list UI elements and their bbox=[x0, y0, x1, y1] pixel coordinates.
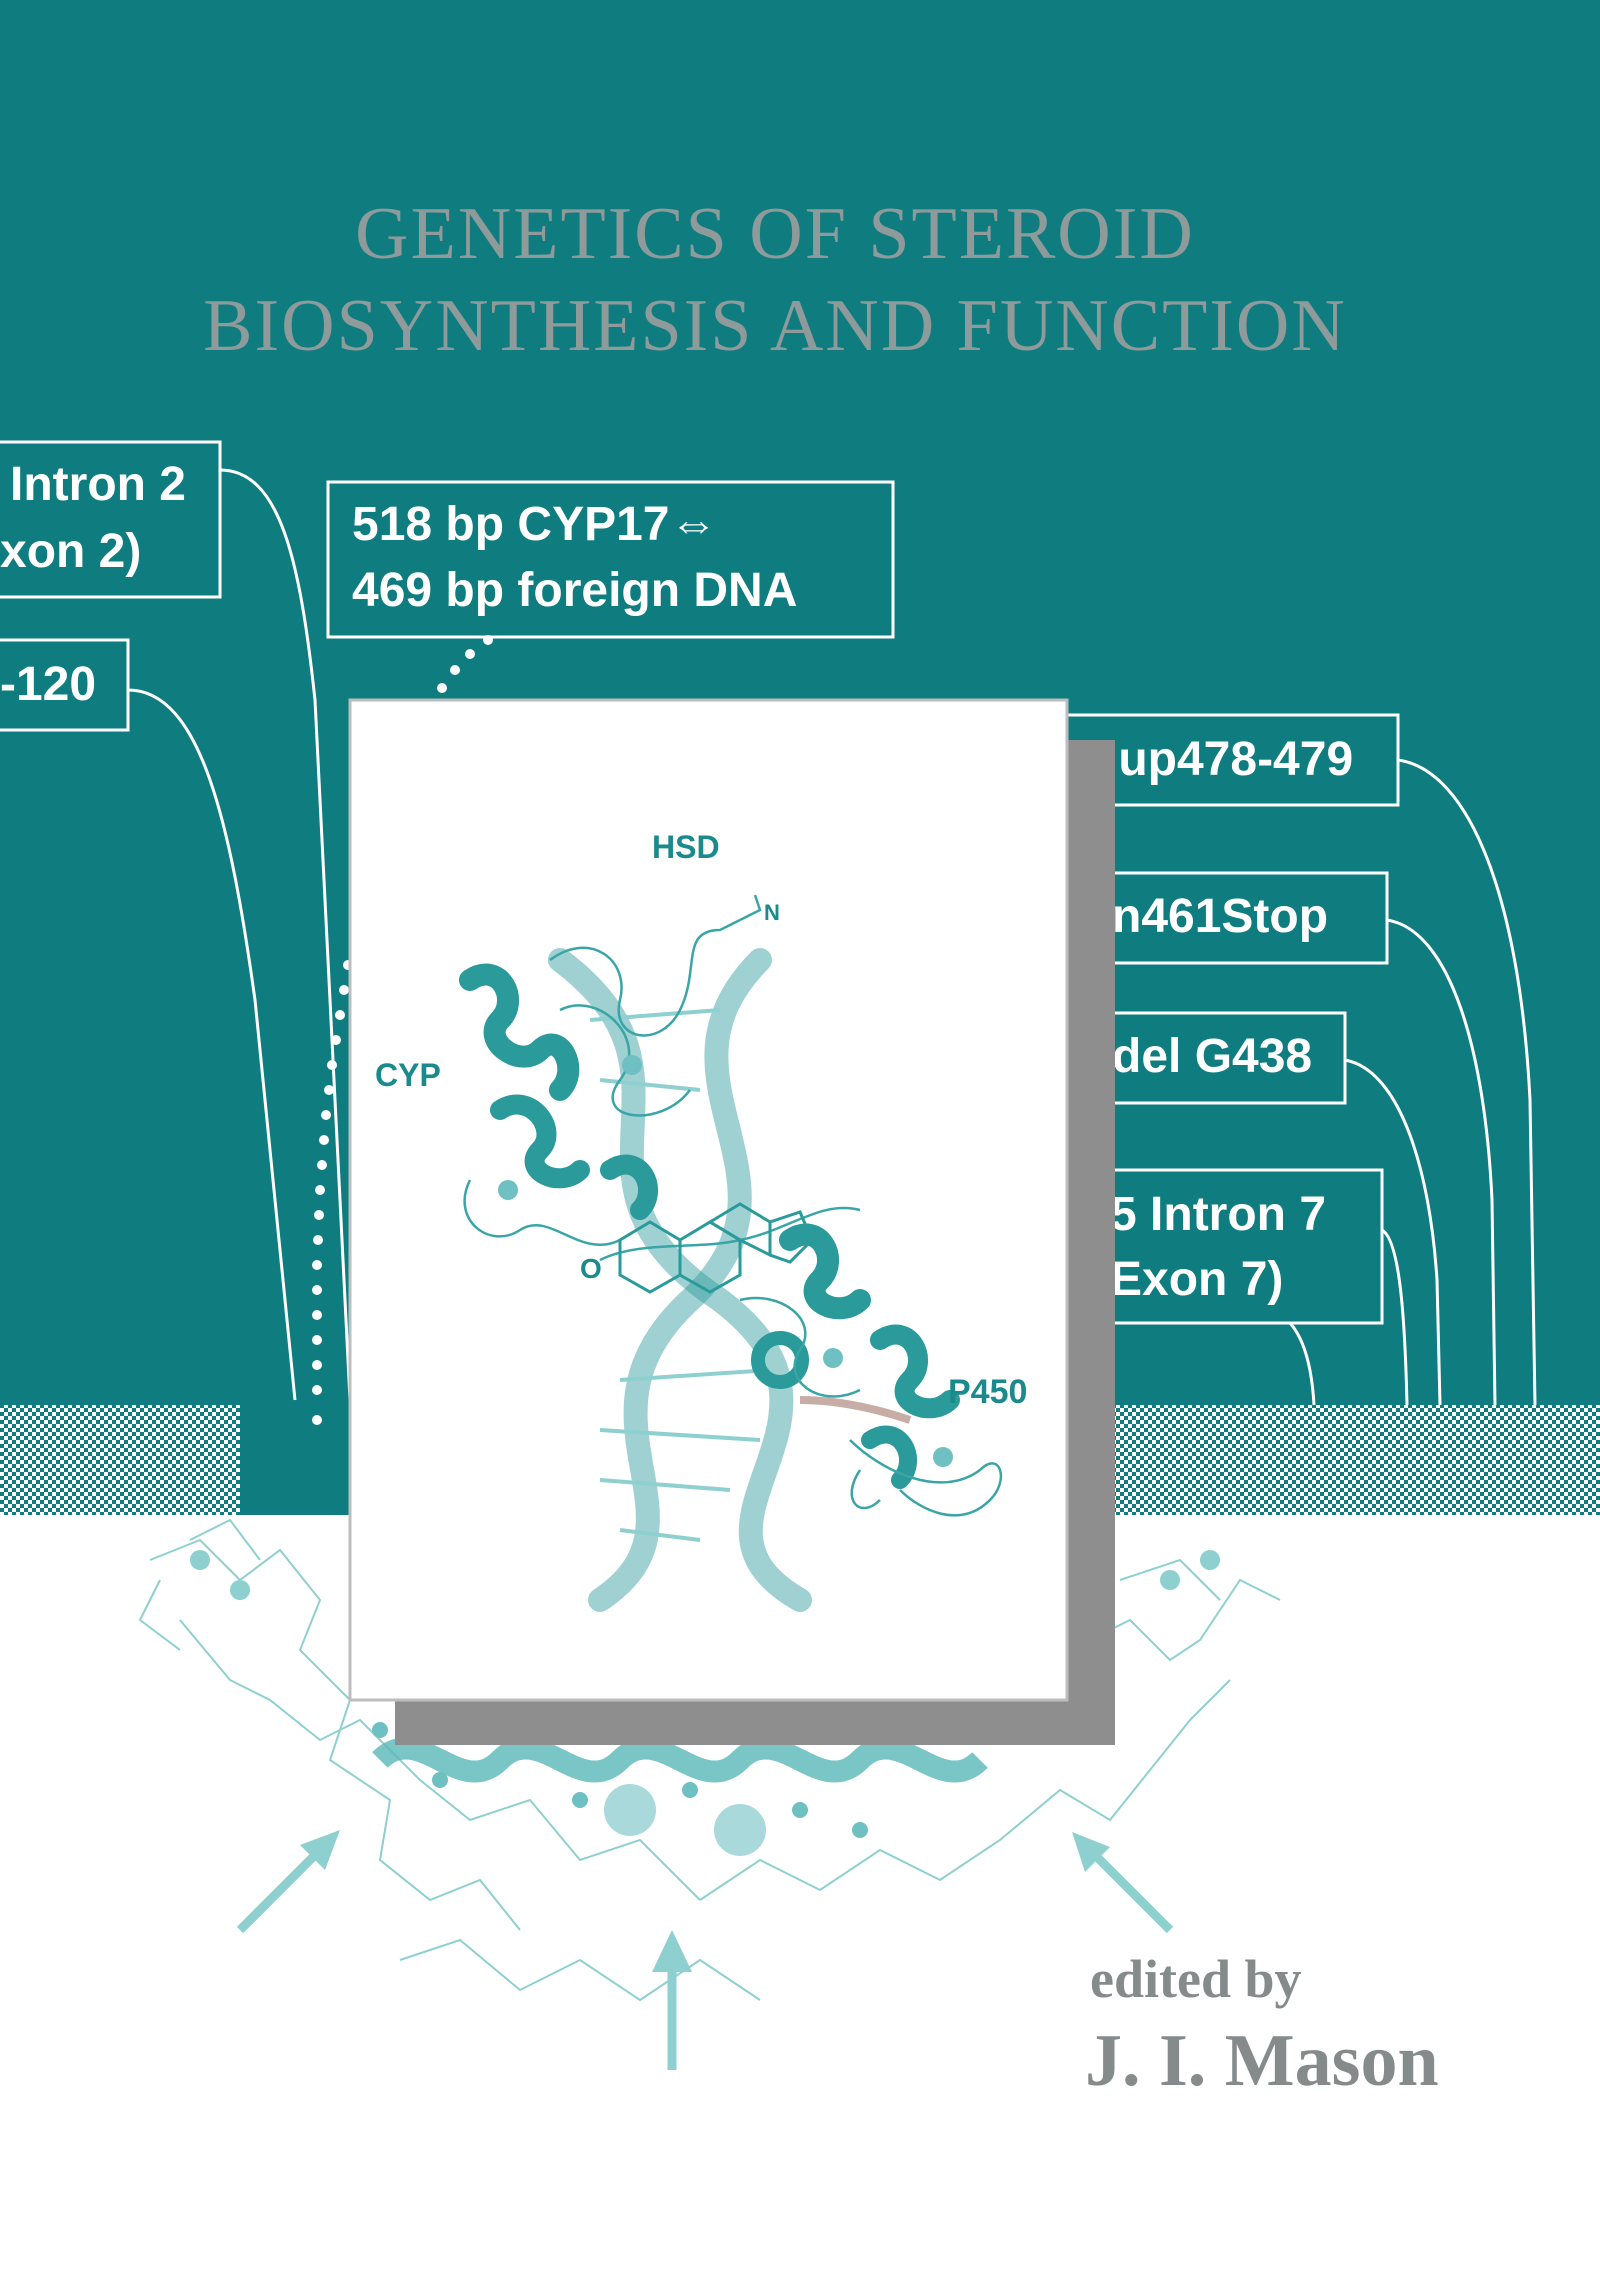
callout-right-delg438-line1: del G438 bbox=[1112, 1030, 1312, 1083]
arrow-center bbox=[652, 1930, 692, 2070]
callout-left-120-line1: -120 bbox=[0, 658, 96, 711]
protein-dna-ribbon bbox=[459, 894, 1003, 1612]
callout-left-120: -120 bbox=[0, 638, 297, 1401]
label-p450: P450 bbox=[948, 1373, 1027, 1411]
callout-left-intron2-line1: Intron 2 bbox=[10, 458, 186, 511]
title-line-1: GENETICS OF STEROID bbox=[355, 193, 1195, 275]
arrow-right bbox=[1072, 1832, 1174, 1934]
title-line-2: BIOSYNTHESIS AND FUNCTION bbox=[203, 285, 1347, 367]
label-o: O bbox=[580, 1253, 602, 1284]
label-cyp: CYP bbox=[375, 1057, 441, 1093]
callout-right-intron7: 5 Intron 7 Exon 7) bbox=[1058, 1168, 1409, 1406]
arrow-left bbox=[236, 1830, 340, 1934]
membrane-band-right bbox=[1110, 1405, 1600, 1515]
label-hsd: HSD bbox=[652, 829, 720, 865]
label-n: N bbox=[764, 900, 780, 925]
lower-molecule-graphic bbox=[138, 1518, 1281, 2002]
callout-left-intron2-line2: xon 2) bbox=[0, 525, 141, 578]
callout-left-intron2: Intron 2 xon 2) bbox=[0, 440, 352, 1401]
callout-right-delg438: del G438 bbox=[1058, 1011, 1442, 1406]
callout-right-intron7-line1: 5 Intron 7 bbox=[1110, 1188, 1326, 1241]
membrane-band-solid bbox=[240, 1405, 350, 1515]
steroid-rings bbox=[618, 1202, 814, 1294]
figure-panel bbox=[348, 698, 1069, 1702]
callout-right-intron7-line2: Exon 7) bbox=[1110, 1253, 1283, 1306]
callout-top-line2: 469 bp foreign DNA bbox=[352, 564, 797, 617]
callout-right-461stop: n461Stop bbox=[1058, 871, 1497, 1406]
callout-right-dup478-line1: lup478-479 bbox=[1105, 733, 1353, 786]
membrane-band-left bbox=[0, 1405, 240, 1515]
callout-top-cyp17: 518 bp CYP17⇔ 469 bp foreign DNA bbox=[326, 480, 895, 639]
callout-right-dup478: lup478-479 bbox=[1058, 713, 1537, 1406]
callout-right-461stop-line1: n461Stop bbox=[1112, 890, 1328, 943]
edited-by: edited by bbox=[1090, 1949, 1302, 2009]
callout-top-line1: 518 bp CYP17⇔ bbox=[352, 498, 717, 551]
editor-name: J. I. Mason bbox=[1085, 2020, 1439, 2102]
